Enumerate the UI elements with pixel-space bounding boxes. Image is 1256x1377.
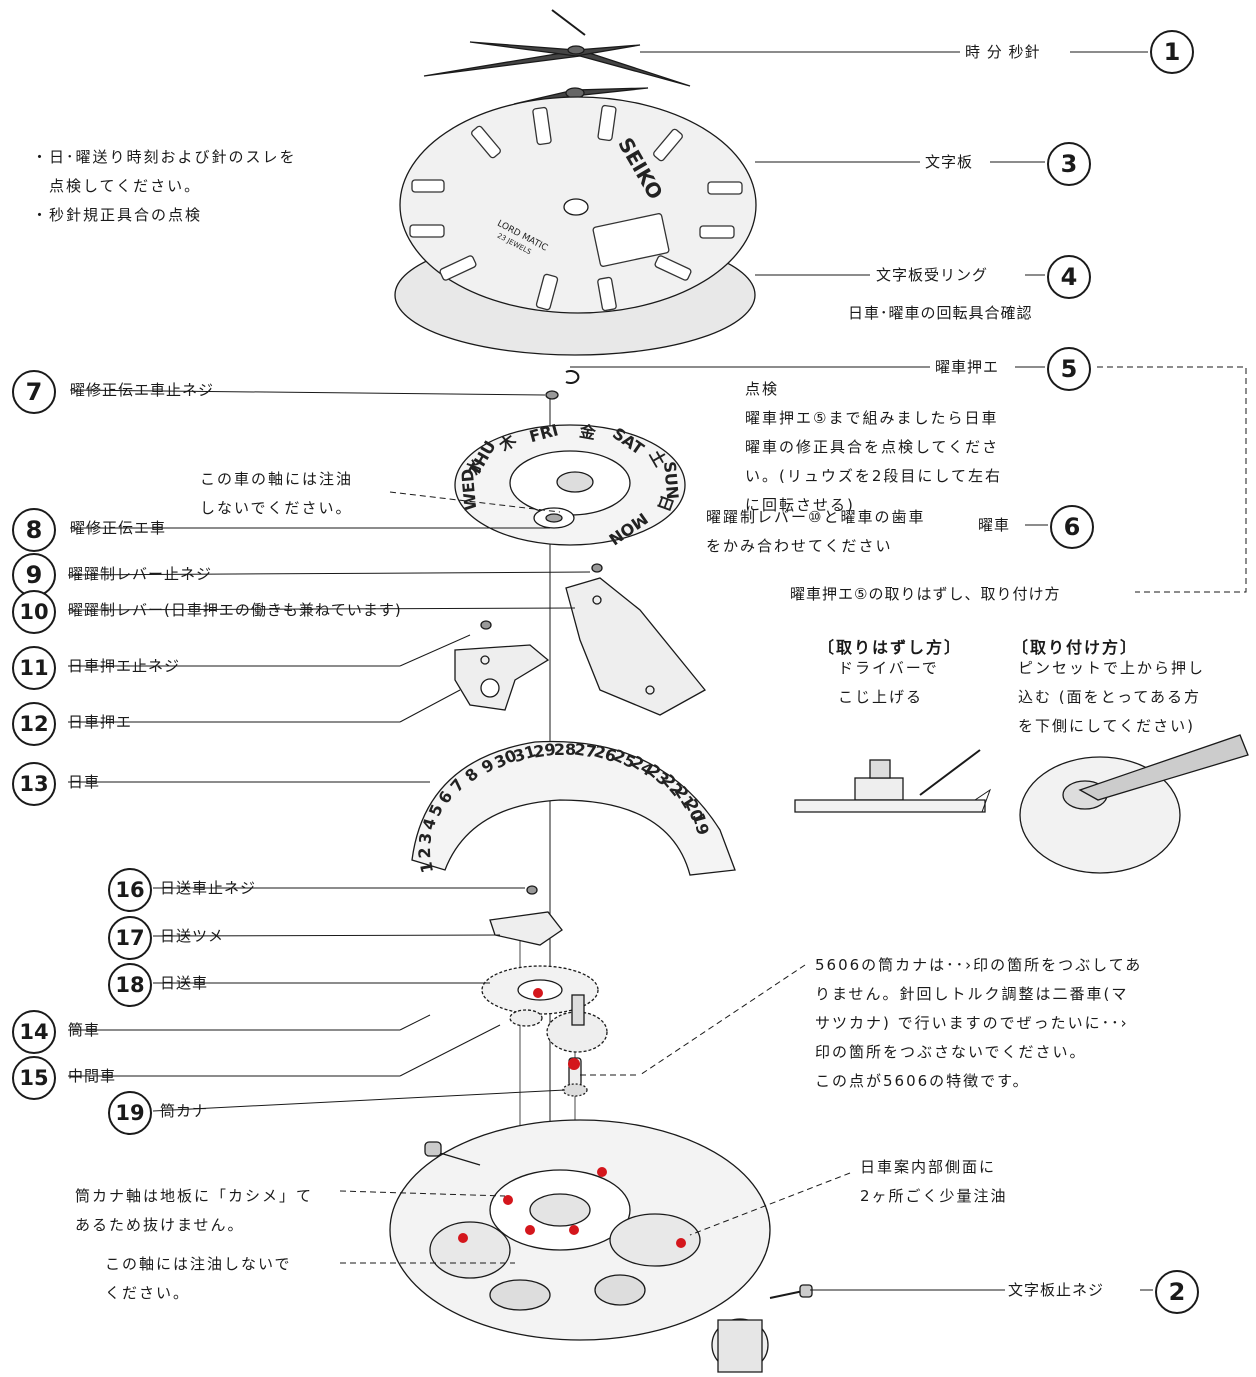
note-removal-title: 曜車押エ⑤の取りはずし、取り付け方 bbox=[790, 585, 1061, 603]
leader-lines bbox=[67, 51, 1153, 1291]
label-cannon-pinion: 筒カナ bbox=[160, 1102, 209, 1120]
dial-illustration bbox=[394, 96, 757, 356]
label-day-clip: 曜車押エ bbox=[935, 358, 1000, 376]
date-driving-wheel-illustration bbox=[481, 965, 608, 1053]
day-wheel-label: 金 bbox=[577, 421, 598, 443]
label-date-wheel: 日車 bbox=[68, 773, 101, 791]
note-ring-check: 日車･曜車の回転具合確認 bbox=[848, 304, 1033, 322]
label-date-presser: 日車押エ bbox=[68, 713, 133, 731]
callout-number-1: 1 bbox=[1150, 30, 1194, 74]
date-wheel-numeral: 2 bbox=[415, 847, 434, 859]
note-crimped: 筒カナ軸は地板に「カシメ」てあるため抜けません。 bbox=[75, 1187, 314, 1234]
callout-number-7: 7 bbox=[12, 370, 56, 414]
callout-number-17: 17 bbox=[108, 916, 152, 960]
label-date-presser-screw: 日車押エ止ネジ bbox=[68, 657, 181, 675]
label-day-wheel: 曜車 bbox=[978, 516, 1011, 534]
oil-dot bbox=[533, 988, 543, 998]
callout-number-6: 6 bbox=[1050, 505, 1094, 549]
oil-dot bbox=[569, 1225, 579, 1235]
day-wheel-clip-illustration bbox=[565, 370, 580, 384]
note-dial-check: ・日･曜送り時刻および針のスレを 点検してください。・秒針規正具合の点検 bbox=[32, 148, 297, 224]
label-date-finger: 日送ツメ bbox=[160, 927, 225, 945]
callout-number-10: 10 bbox=[12, 590, 56, 634]
removal-instructions: ドライバーでこじ上げる bbox=[838, 659, 939, 706]
removal-heading: 〔取りはずし方〕 bbox=[818, 638, 963, 657]
callout-number-11: 11 bbox=[12, 646, 56, 690]
date-wheel-illustration bbox=[411, 740, 736, 876]
oil-points bbox=[458, 988, 686, 1248]
callout-number-13: 13 bbox=[12, 762, 56, 806]
day-jumper-illustration bbox=[565, 577, 706, 716]
note-mesh: 曜躍制レバー⑩と曜車の歯車をかみ合わせてください bbox=[706, 508, 926, 555]
callout-number-19: 19 bbox=[108, 1091, 152, 1135]
label-date-driving-wheel: 日送車 bbox=[160, 974, 209, 992]
oil-dot bbox=[568, 1058, 580, 1070]
date-finger-illustration bbox=[489, 911, 563, 946]
label-day-corrector-wheel: 曜修正伝エ車 bbox=[70, 519, 167, 537]
date-presser-illustration bbox=[454, 644, 550, 711]
install-illustration bbox=[1019, 734, 1249, 874]
note-no-oil-shaft: この軸には注油しないでください。 bbox=[105, 1255, 292, 1302]
note-cannon-pinion: 5606の筒カナは･･›印の箇所をつぶしてありません。針回しトルク調整は二番車(… bbox=[815, 956, 1143, 1090]
date-wheel-numeral: 3 bbox=[415, 832, 435, 845]
oil-dot bbox=[676, 1238, 686, 1248]
label-day-corrector-screw: 曜修正伝エ車止ネジ bbox=[70, 381, 215, 399]
hands-illustration bbox=[423, 9, 691, 105]
day-wheel-label: WED bbox=[458, 468, 481, 511]
oil-dot bbox=[458, 1233, 468, 1243]
label-dial: 文字板 bbox=[925, 153, 974, 171]
oil-dot bbox=[503, 1195, 513, 1205]
label-dial-screw: 文字板止ネジ bbox=[1008, 1281, 1105, 1299]
date-wheel-numeral: 28 bbox=[554, 740, 576, 759]
date-wheel-numeral: 4 bbox=[419, 816, 440, 832]
date-wheel-numeral: 29 bbox=[532, 740, 557, 762]
date-wheel-numeral: 27 bbox=[573, 740, 598, 762]
note-no-oil-axle: この車の軸には注油しないでください。 bbox=[200, 470, 354, 517]
label-day-jumper-screw: 曜躍制レバー止ネジ bbox=[68, 565, 213, 583]
callout-number-4: 4 bbox=[1047, 255, 1091, 299]
label-intermediate-wheel: 中間車 bbox=[68, 1067, 117, 1085]
removal-illustration bbox=[794, 749, 991, 813]
callout-number-16: 16 bbox=[108, 868, 152, 912]
callout-number-14: 14 bbox=[12, 1010, 56, 1054]
callout-number-8: 8 bbox=[12, 508, 56, 552]
callout-number-2: 2 bbox=[1155, 1270, 1199, 1314]
date-wheel-numeral: 1 bbox=[416, 860, 437, 874]
install-instructions: ピンセットで上から押し込む (面をとってある方を下側にしてください) bbox=[1018, 659, 1206, 735]
callout-number-15: 15 bbox=[12, 1056, 56, 1100]
callout-number-18: 18 bbox=[108, 963, 152, 1007]
label-dial-ring: 文字板受リング bbox=[876, 266, 989, 284]
label-date-driving-screw: 日送車止ネジ bbox=[160, 879, 257, 897]
movement-illustration bbox=[389, 1119, 813, 1373]
day-wheel-label: SUN bbox=[660, 461, 682, 500]
oil-dot bbox=[525, 1225, 535, 1235]
note-inspection: 点検曜車押エ⑤まで組みましたら日車曜車の修正具合を点検してください。(リュウズを… bbox=[745, 380, 1002, 514]
label-hour-wheel: 筒車 bbox=[68, 1021, 101, 1039]
callout-number-9: 9 bbox=[12, 553, 56, 597]
oil-dot bbox=[597, 1167, 607, 1177]
day-wheel-label: 水 bbox=[463, 455, 487, 477]
label-hands: 時 分 秒針 bbox=[965, 43, 1041, 61]
label-day-jumper: 曜躍制レバー(日車押エの働きも兼ねています) bbox=[68, 601, 402, 619]
day-wheel-label: 日 bbox=[654, 493, 677, 515]
install-heading: 〔取り付け方〕 bbox=[1012, 638, 1139, 657]
callout-number-5: 5 bbox=[1047, 347, 1091, 391]
callout-number-12: 12 bbox=[12, 702, 56, 746]
dashed-pointers bbox=[339, 366, 1247, 1264]
callout-number-3: 3 bbox=[1047, 142, 1091, 186]
day-wheel-illustration bbox=[454, 424, 686, 546]
